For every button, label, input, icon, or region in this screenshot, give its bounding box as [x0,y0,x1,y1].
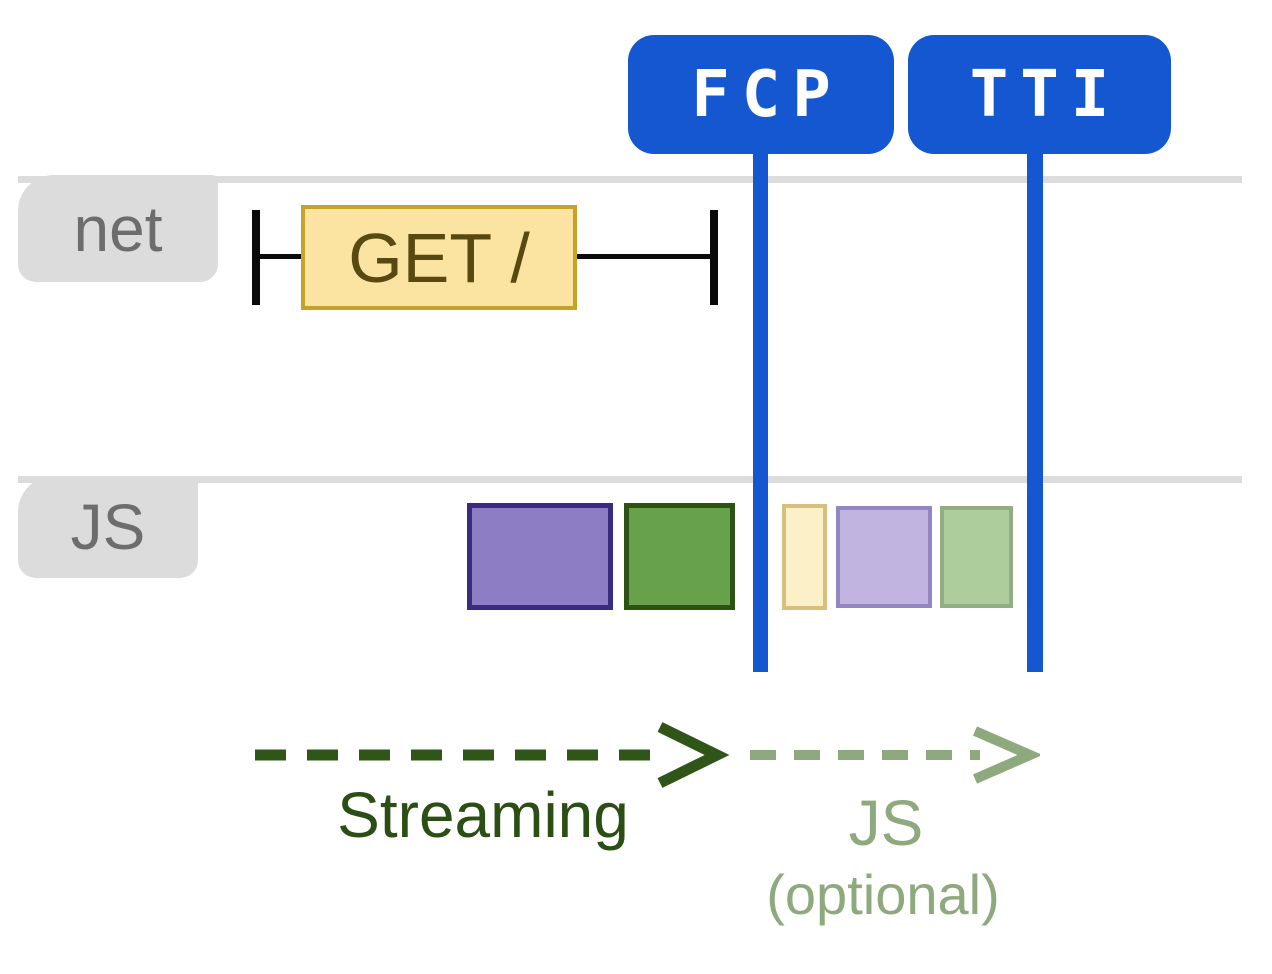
js-task-solid-green [624,503,735,610]
js-task-solid-purple [467,503,613,610]
js-task-light-purple [836,506,932,608]
tti-marker-line [1027,153,1043,672]
streaming-phase-arrow [255,722,730,788]
js-phase-sublabel: (optional) [766,863,1000,926]
request-start-tick [252,210,260,305]
js-task-light-green [940,506,1013,608]
js-phase-label: JS [848,787,924,859]
net-lane-label: net [73,192,163,265]
js-optional-phase-arrow [750,726,1040,784]
js-task-light-yellow [782,504,827,610]
fcp-marker-line [753,153,768,672]
streaming-phase-label: Streaming [337,779,629,851]
tti-badge-label: TTI [969,57,1122,132]
js-lane-rail [18,476,1242,483]
fcp-badge: FCP [628,35,894,154]
tti-badge: TTI [908,35,1171,154]
network-request-box: GET / [301,205,577,310]
net-lane-tab: net [18,175,218,282]
network-request-label: GET / [348,218,530,297]
fcp-badge-label: FCP [691,57,843,132]
js-lane-label: JS [70,491,146,563]
net-lane-rail [18,176,1242,183]
js-lane-tab: JS [18,476,198,578]
request-end-tick [710,210,718,305]
